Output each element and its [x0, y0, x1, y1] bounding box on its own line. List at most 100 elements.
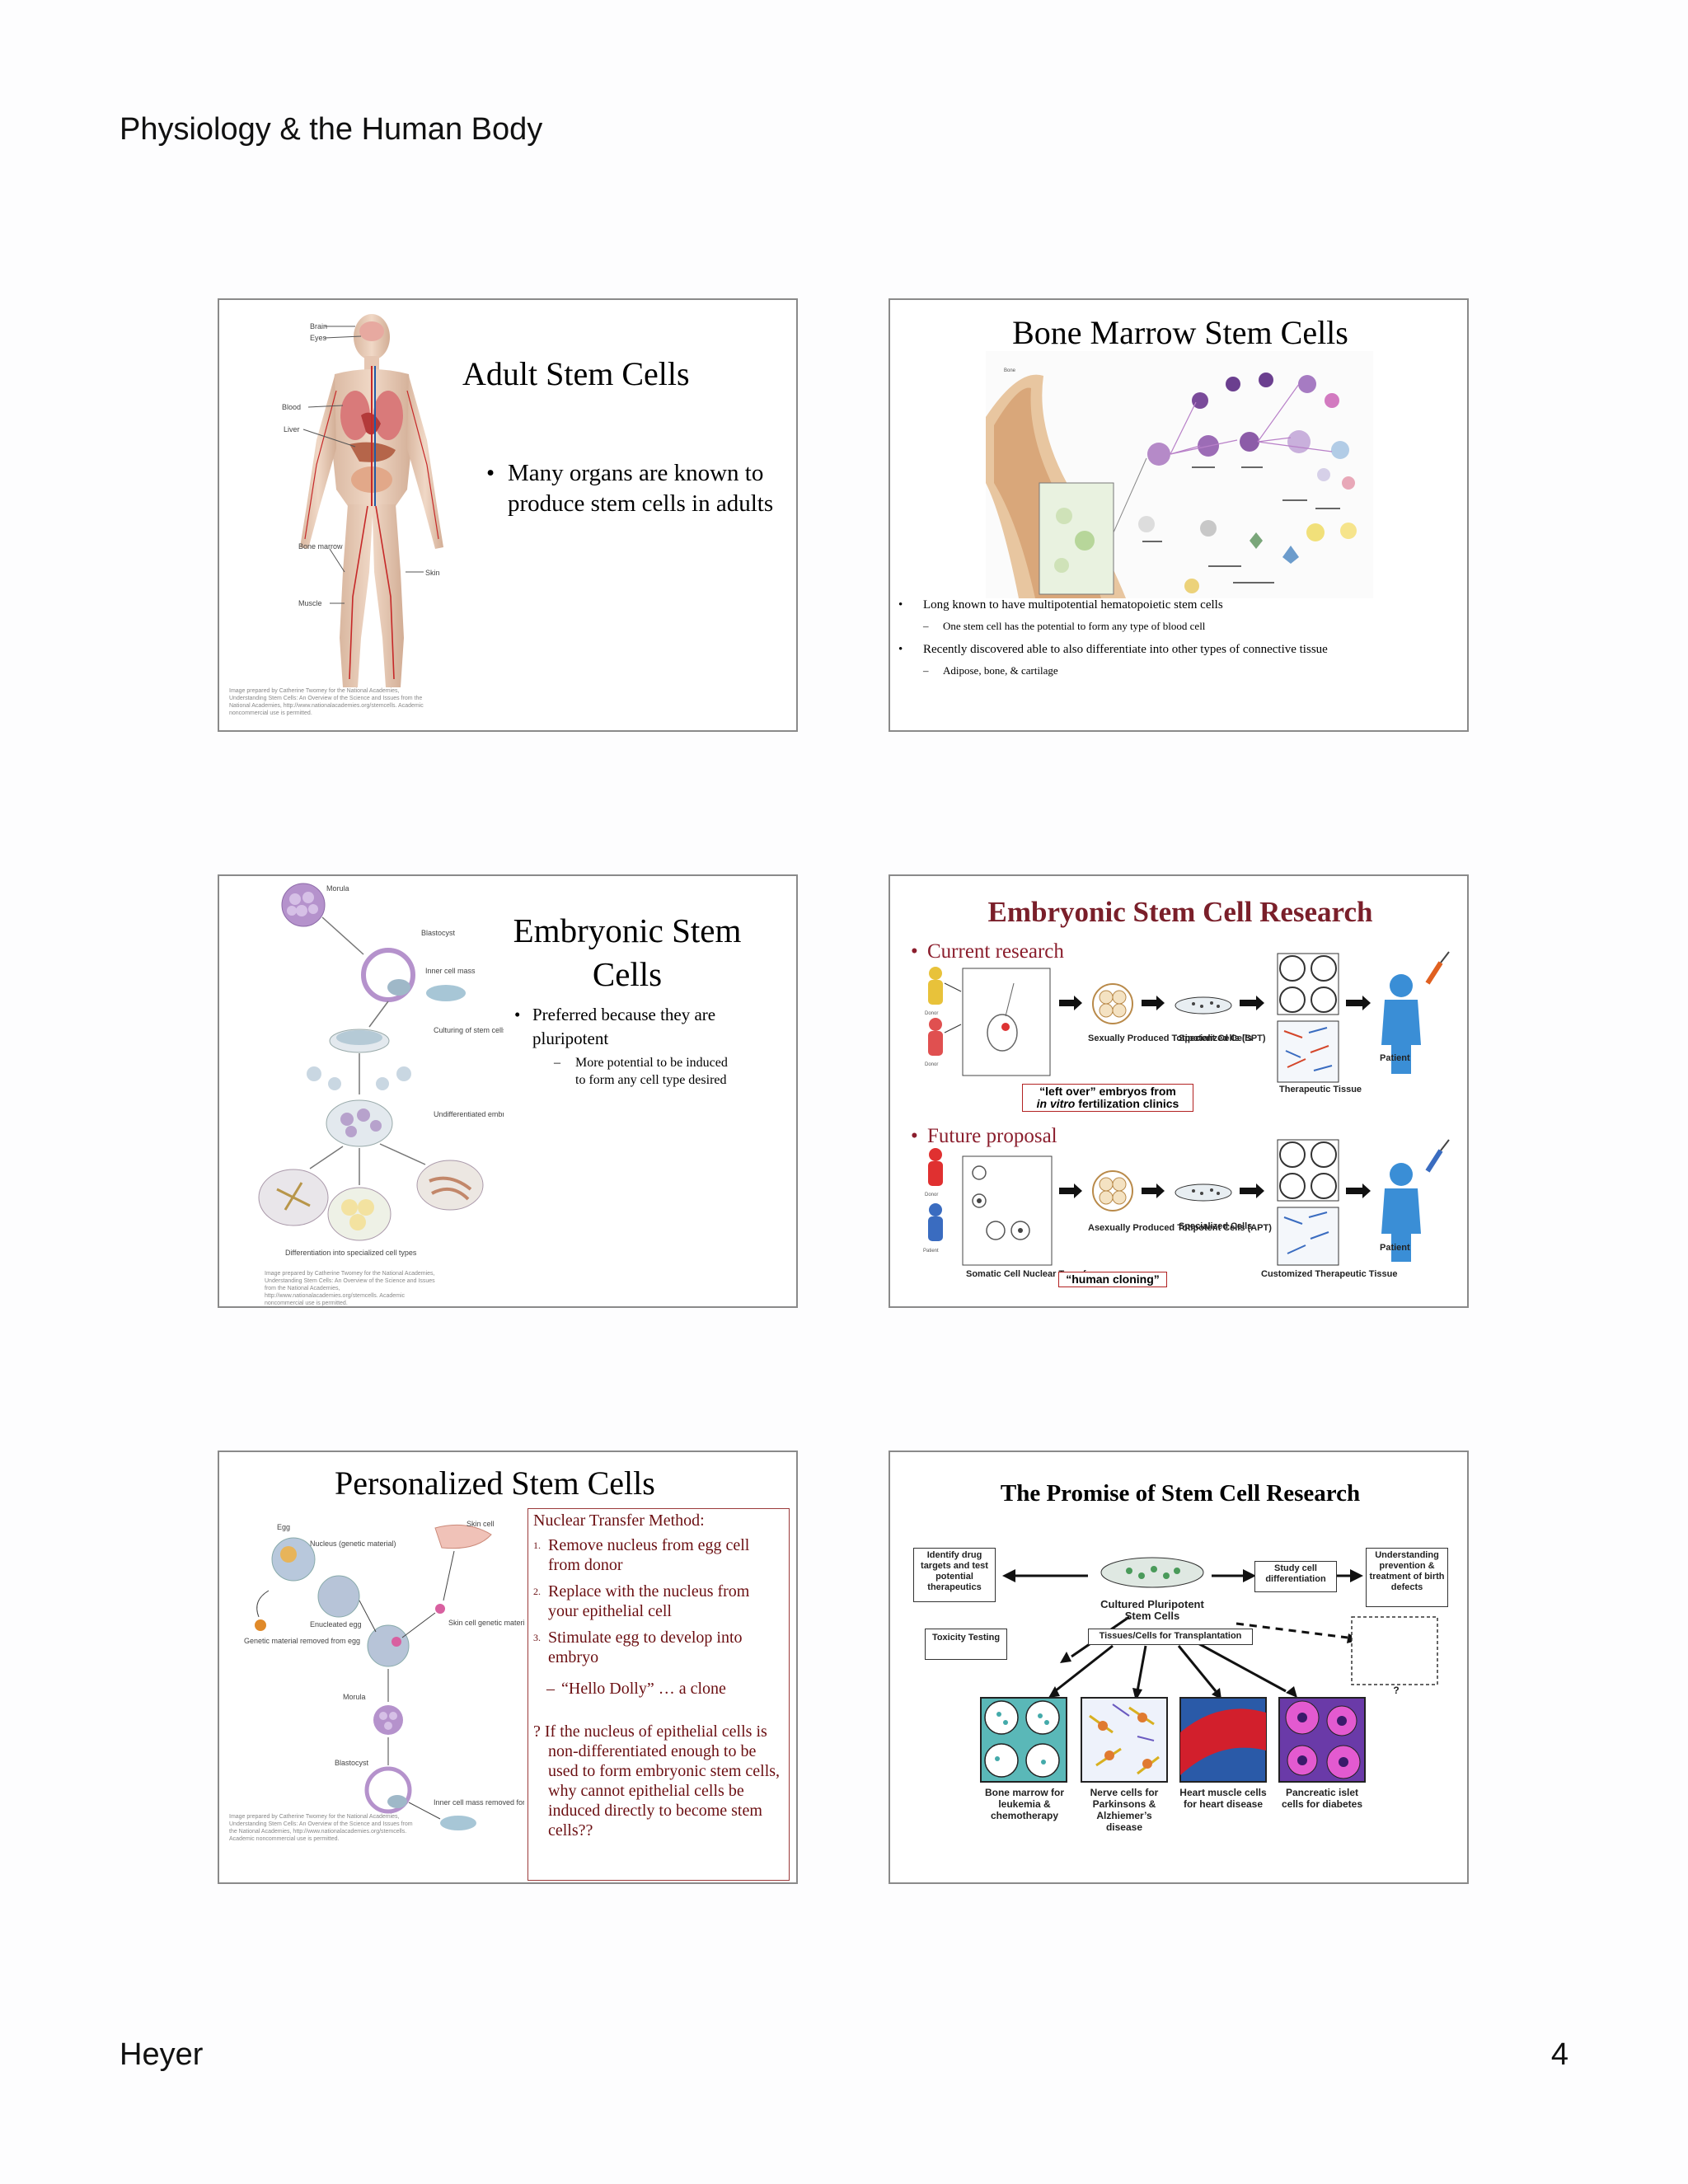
step-note: –“Hello Dolly” … a clone	[546, 1679, 784, 1699]
bone-marrow-illustration: Bone	[986, 351, 1373, 598]
heading-future: • Future proposal	[911, 1125, 1057, 1148]
dash: –	[546, 1680, 555, 1698]
sub-bullet: – More potential to be induced to form a…	[554, 1054, 740, 1089]
tile-bone-marrow	[980, 1697, 1067, 1783]
label-muscle: Muscle	[298, 599, 322, 607]
donor-figure-yellow	[928, 967, 943, 1005]
donor-figure-red-future	[928, 1148, 943, 1186]
label-customized-tissue: Customized Therapeutic Tissue	[1261, 1269, 1397, 1279]
step-text: Remove nucleus from egg cell from donor	[548, 1536, 750, 1574]
box-study-differentiation: Study cell differentiation	[1254, 1561, 1337, 1592]
label-spt-text: Sexually Produced Totipotent Cells (SPT)	[1088, 1033, 1266, 1043]
label-specialized-cells-future: Specialized Cells	[1179, 1221, 1252, 1231]
slide-title: Bone Marrow Stem Cells	[1012, 314, 1348, 351]
bullet-dot: •	[514, 1005, 521, 1024]
bullet-text: Long known to have multipotential hemato…	[923, 598, 1223, 612]
bullet: • Many organs are known to produce stem …	[486, 458, 788, 519]
label-skin: Skin	[425, 569, 440, 577]
label-blastocyst: Blastocyst	[421, 929, 456, 937]
box-understanding: Understanding prevention & treatment of …	[1366, 1548, 1448, 1607]
step-3: 3. Stimulate egg to develop into embryo	[533, 1628, 783, 1667]
tile-label-nerve-cells: Nerve cells for Parkinsons & Alzhiemer’s…	[1090, 1787, 1159, 1833]
sub-bullet-text: Adipose, bone, & cartilage	[943, 664, 1058, 677]
tile-label-pancreatic: Pancreatic islet cells for diabetes	[1281, 1787, 1363, 1810]
heading-current: • Current research	[911, 940, 1064, 963]
tile-nerve-cells	[1081, 1697, 1168, 1783]
tile-heart-muscle	[1179, 1697, 1267, 1783]
page-number: 4	[1550, 2037, 1568, 2072]
slide-title: Embryonic Stem Cells	[513, 912, 742, 993]
label-undifferentiated: Undifferentiated embryonic stem cells	[434, 1110, 504, 1118]
footer-author: Heyer	[120, 2037, 204, 2072]
heading-text: Future proposal	[927, 1125, 1057, 1147]
label-inner-cell-mass: Inner cell mass	[425, 967, 476, 975]
label-eyes: Eyes	[310, 334, 327, 342]
question-text: ? If the nucleus of epithelial cells is …	[533, 1722, 781, 1840]
leftover-embryos-box: “left over” embryos from in vitro fertil…	[1022, 1084, 1193, 1112]
label-patient-small: Patient	[923, 1249, 939, 1254]
dash: –	[923, 664, 929, 677]
slide-title: Adult Stem Cells	[462, 355, 690, 392]
human-cloning-box: “human cloning”	[1058, 1272, 1167, 1287]
label-egg: Egg	[277, 1523, 290, 1531]
slide-title: The Promise of Stem Cell Research	[1000, 1480, 1361, 1507]
label-skin-cell-genetic: Skin cell genetic material	[448, 1619, 524, 1627]
tile-label-bone-marrow: Bone marrow for leukemia & chemotherapy	[984, 1787, 1064, 1821]
label-inner-cell-removed: Inner cell mass removed for stem cell cu…	[434, 1798, 524, 1807]
cultured-stem-cells-label: Cultured Pluripotent Stem Cells	[1100, 1598, 1204, 1622]
patient-figure	[1381, 974, 1421, 1074]
donor-figure-red	[928, 1018, 943, 1056]
label-nucleus: Nucleus (genetic material)	[310, 1540, 396, 1548]
label-specialized-cells: Specialized Cells	[1179, 1033, 1252, 1043]
step-number: 1.	[533, 1540, 541, 1551]
label-donor-future: Donor	[925, 1193, 938, 1197]
label-culturing: Culturing of stem cells	[434, 1026, 504, 1034]
bullet-dot: •	[911, 1125, 918, 1147]
fertilization-text: fertilization clinics	[1078, 1097, 1179, 1110]
label-morula: Morula	[343, 1693, 366, 1701]
box-identify-drug: Identify drug targets and test potential…	[913, 1548, 996, 1602]
in-vitro-text: in vitro	[1036, 1097, 1076, 1110]
label-spt: Sexually Produced Totipotent Cells (SPT)	[1088, 1033, 1266, 1043]
label-therapeutic-tissue: Therapeutic Tissue	[1279, 1085, 1362, 1094]
slide-bone-marrow: Bone Marrow Stem Cells Bone • Long known…	[889, 298, 1469, 732]
bullet-dot: •	[898, 643, 903, 656]
box-toxicity: Toxicity Testing	[925, 1629, 1007, 1660]
bullet-text: Recently discovered able to also differe…	[923, 643, 1328, 656]
label-blood: Blood	[282, 403, 301, 411]
step-number: 2.	[533, 1586, 541, 1597]
sub-bullet-text: More potential to be induced to form any…	[575, 1056, 728, 1087]
bullet-dot: •	[898, 598, 903, 612]
tile-pancreatic-islet	[1278, 1697, 1366, 1783]
sub-bullet-text: One stem cell has the potential to form …	[943, 620, 1206, 632]
step-text: Replace with the nucleus from your epith…	[548, 1582, 750, 1620]
label-brain: Brain	[310, 322, 327, 330]
tile-label-heart-muscle: Heart muscle cells for heart disease	[1179, 1787, 1267, 1810]
image-credit: Image prepared by Catherine Twomey for t…	[229, 688, 424, 716]
image-credit: Image prepared by Catherine Twomey for t…	[265, 1271, 435, 1306]
slide-embryonic-research: Embryonic Stem Cell Research • Current r…	[889, 874, 1469, 1308]
bullet-text: Many organs are known to produce stem ce…	[508, 460, 774, 517]
page-title: Physiology & the Human Body	[120, 112, 543, 147]
step-1: 1. Remove nucleus from egg cell from dono…	[533, 1535, 783, 1575]
label-enucleated-egg: Enucleated egg	[310, 1620, 362, 1629]
slide-title: Personalized Stem Cells	[335, 1465, 655, 1502]
step-number: 3.	[533, 1632, 541, 1643]
slide-adult-stem-cells: Brain Eyes Blood Liver Bone marrow Skin …	[218, 298, 798, 732]
slide-personalized-stem-cells: Personalized Stem Cells Egg Nucleus (gen…	[218, 1451, 798, 1884]
slide-title: Embryonic Stem Cell Research	[987, 896, 1373, 928]
label-bone-marrow: Bone marrow	[298, 542, 343, 551]
label-donor-2: Donor	[925, 1062, 938, 1067]
dash: –	[554, 1056, 560, 1070]
patient-figure-future	[1381, 1163, 1421, 1262]
step-2: 2. Replace with the nucleus from your epi…	[533, 1582, 783, 1621]
step-text: Stimulate egg to develop into embryo	[548, 1629, 743, 1666]
label-patient-future: Patient	[1380, 1243, 1410, 1253]
step-note-text: “Hello Dolly” … a clone	[561, 1680, 726, 1698]
box-transplantation: Tissues/Cells for Transplantation	[1088, 1629, 1253, 1645]
question-mark: ?	[1393, 1685, 1400, 1696]
bullet-text: Preferred because they are pluripotent	[532, 1005, 716, 1048]
method-heading: Nuclear Transfer Method:	[533, 1511, 705, 1530]
human-body-illustration: Brain Eyes Blood Liver Bone marrow Skin …	[282, 314, 443, 687]
heading-text: Current research	[927, 940, 1064, 963]
